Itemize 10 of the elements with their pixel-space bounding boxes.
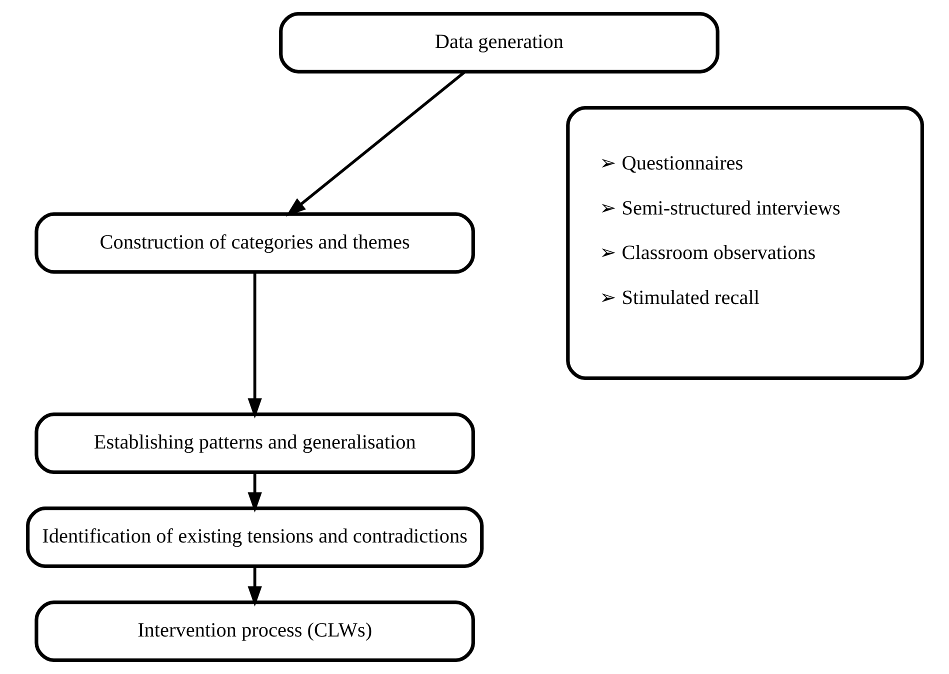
arrow <box>247 566 262 607</box>
arrow <box>247 472 262 513</box>
node-box: Intervention process (CLWs) <box>34 600 474 662</box>
arrow <box>247 272 262 418</box>
node-box: Construction of categories and themes <box>34 212 474 274</box>
arrow <box>285 70 466 217</box>
node-box: ➢ Questionnaires ➢ Semi-structured interviews ➢ Classroom observations ➢ Stimulated recall <box>566 106 924 380</box>
node-box: Identification of existing tensions and contradictions <box>25 506 484 568</box>
node-box: Data generation <box>278 12 719 74</box>
node-box: Establishing patterns and generalisation <box>34 412 474 474</box>
